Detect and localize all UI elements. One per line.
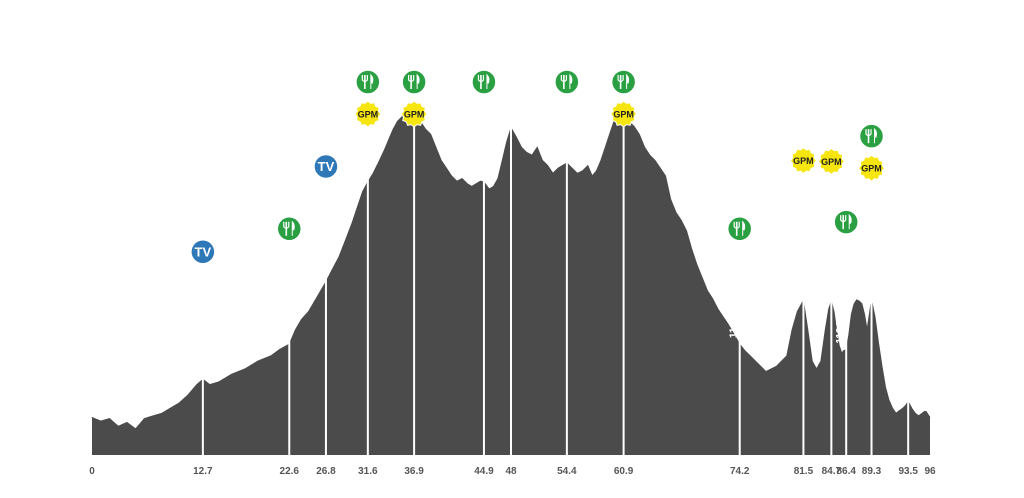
- tv-badge-icon: TV: [190, 239, 216, 265]
- x-tick-label: 84.7: [822, 466, 842, 477]
- svg-text:GPM: GPM: [793, 156, 814, 166]
- waypoint-label: 864m ARRIVO: [920, 344, 931, 411]
- profile-line: [91, 108, 931, 430]
- x-tick-label: 44.9: [474, 466, 494, 477]
- x-tick-label: 81.5: [794, 466, 814, 477]
- x-tick-label: 89.3: [862, 466, 882, 477]
- x-tick-label: 86.4: [836, 466, 856, 477]
- food-station-icon: [276, 216, 303, 242]
- x-tick-label: 36.9: [404, 466, 424, 477]
- waypoint-label: 1975m MONTE PIANA: [500, 18, 511, 122]
- tv-badge-icon: TV: [313, 153, 339, 180]
- waypoint-labels: 864m PARTENZA 1010m VAL MARZON 1145m SOMAD…: [96, 0, 931, 411]
- x-tick-label: 26.8: [316, 466, 336, 477]
- gpm-badge-icon: GPM: [354, 100, 382, 128]
- food-station-icon: [554, 69, 580, 95]
- waypoint-label: 1010m VAL MARZON: [192, 274, 203, 374]
- waypoint-label: 1767m MISURINA: [357, 93, 368, 176]
- waypoint-label: 1315m MALON-AGUDO: [861, 183, 872, 294]
- waypoint-label: 2047m COL DE VARDA: [403, 0, 414, 103]
- food-station-icon: [726, 216, 753, 242]
- x-tick-label: 74.2: [730, 466, 750, 477]
- waypoint-label: 925m PROVAZEI: [897, 317, 908, 396]
- svg-text:TV: TV: [195, 244, 212, 259]
- x-tick-label: 31.6: [358, 466, 378, 477]
- waypoint-label: 1767m MISURINA: [473, 93, 484, 176]
- gpm-badge-icon: GPM: [817, 147, 846, 176]
- gpm-badge-icon: GPM: [400, 100, 428, 128]
- x-tick-label: 12.7: [193, 466, 213, 477]
- x-tick-label: 54.4: [557, 466, 577, 477]
- food-station-icon: [858, 123, 885, 149]
- gpm-badge-icon: GPM: [609, 100, 638, 128]
- x-tick-label: 93.5: [898, 466, 918, 477]
- gpm-badge-icon: GPM: [857, 154, 886, 182]
- waypoint-label: 1145m SOMADIDA: [278, 250, 289, 338]
- x-tick-label: 22.6: [280, 466, 300, 477]
- svg-text:TV: TV: [318, 159, 335, 174]
- svg-text:GPM: GPM: [861, 164, 882, 174]
- waypoint-label: 1384m VAL BONA: [315, 191, 326, 276]
- svg-text:GPM: GPM: [613, 110, 634, 120]
- x-tick-label: 48: [505, 466, 517, 477]
- waypoint-label: 1313m PIAN DE SERA: [792, 189, 803, 294]
- x-tick-label: 96: [924, 466, 936, 477]
- food-station-icon: [833, 209, 859, 235]
- food-station-icon: [355, 69, 381, 95]
- waypoint-label: 1124m VAL DA RIN: [835, 254, 846, 343]
- x-tick-label: 60.9: [614, 466, 634, 477]
- waypoint-label: 1840m RINBIANCO: [556, 66, 567, 157]
- waypoint-icons: TV TV GPM GPM GPM GPM GPM GPM: [190, 69, 886, 265]
- waypoint-label: 1145m SOMADIDA: [729, 250, 740, 338]
- svg-text:GPM: GPM: [404, 110, 425, 120]
- gpm-badge-icon: GPM: [789, 146, 818, 175]
- waypoint-label: 2047m COL DE VARDA: [613, 0, 624, 103]
- waypoint-label: 1310m GRAVA BIANCA: [820, 185, 831, 295]
- svg-text:GPM: GPM: [821, 157, 842, 167]
- x-tick-label: 0: [89, 466, 95, 477]
- food-station-icon: [471, 69, 497, 95]
- waypoint-label: 864m PARTENZA: [96, 329, 107, 411]
- x-axis-ticks: 0 12.7 22.6 26.8 31.6 36.9 44.9 48 54.4 60.9 74.2 8…: [89, 466, 936, 477]
- food-station-icon: [401, 69, 427, 95]
- food-station-icon: [610, 69, 637, 95]
- svg-text:GPM: GPM: [358, 110, 379, 120]
- sky-mask: [92, 30, 930, 429]
